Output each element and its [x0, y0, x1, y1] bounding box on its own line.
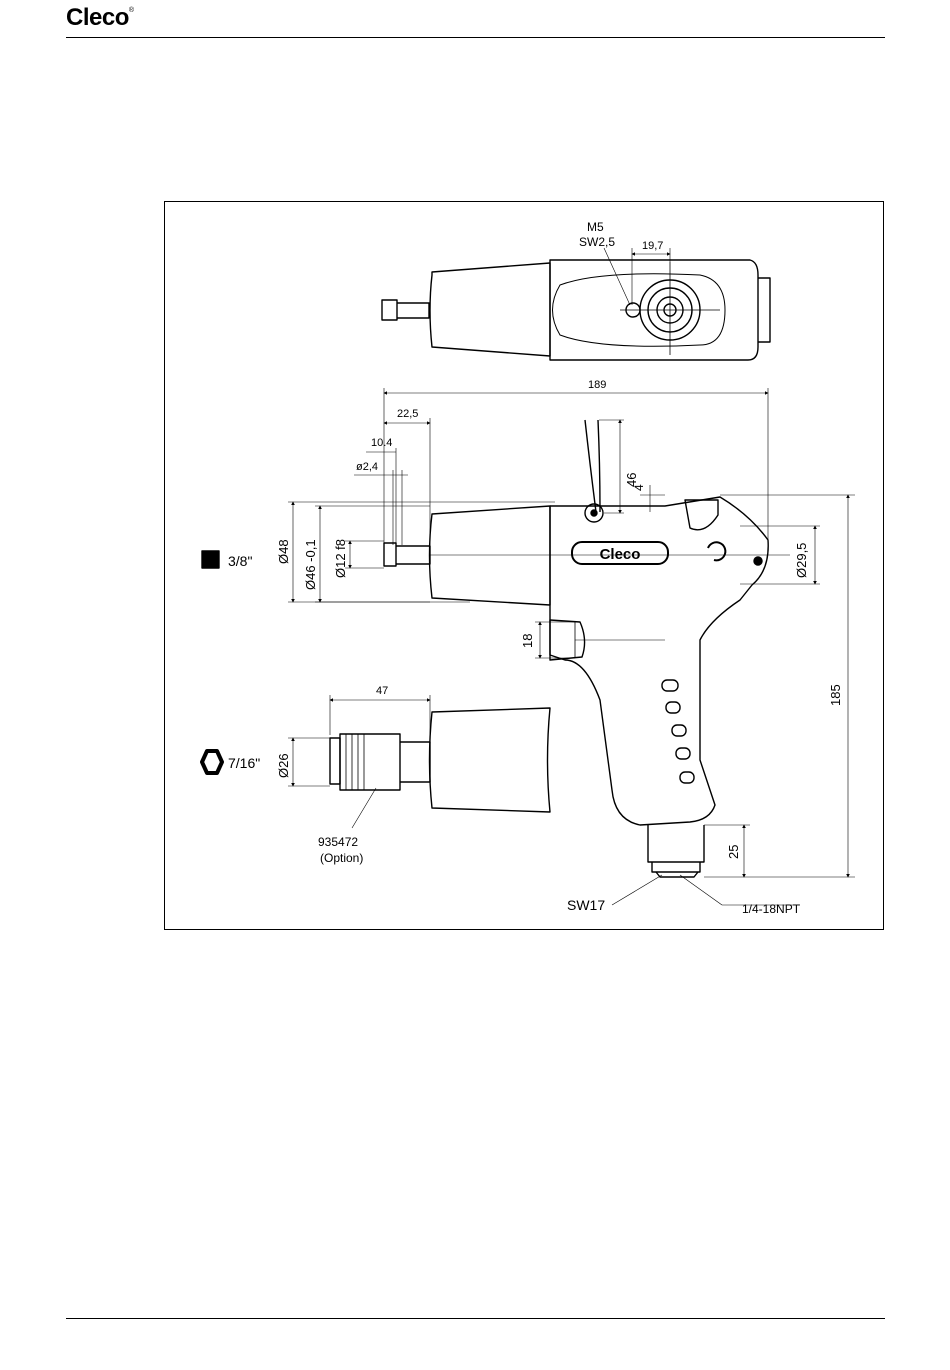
- label-sw17: SW17: [567, 897, 605, 913]
- label-dim-19-7: 19,7: [642, 240, 663, 252]
- brand-badge-text: Cleco: [600, 546, 641, 563]
- top-view: [382, 248, 770, 360]
- hex-adapter-view: [288, 695, 550, 828]
- label-option: (Option): [320, 851, 363, 865]
- hex-drive-icon: [202, 751, 222, 773]
- label-dim-4: 4: [632, 484, 646, 491]
- label-dim-2-4: ø2,4: [356, 461, 378, 473]
- label-m5: M5: [587, 220, 604, 234]
- label-dim-18: 18: [520, 634, 535, 648]
- label-dim-10-4: 10.4: [371, 437, 392, 449]
- label-dia-48: Ø48: [276, 539, 291, 564]
- footer-rule: [66, 1318, 885, 1319]
- label-sw25: SW2,5: [579, 235, 615, 249]
- label-npt: 1/4-18NPT: [742, 902, 801, 916]
- square-drive-icon: [202, 551, 219, 568]
- label-dia-46: Ø46 -0,1: [303, 539, 318, 590]
- label-dim-22-5: 22,5: [397, 408, 418, 420]
- label-dia-26: Ø26: [276, 753, 291, 778]
- label-dim-25: 25: [726, 845, 741, 859]
- label-hex-drive: 7/16": [228, 755, 260, 771]
- label-part-number: 935472: [318, 835, 358, 849]
- label-dim-189: 189: [588, 379, 606, 391]
- label-dim-185: 185: [828, 684, 843, 706]
- label-dia-12: Ø12 f8: [333, 539, 348, 578]
- label-dim-47: 47: [376, 685, 388, 697]
- label-dia-29-5: Ø29,5: [794, 543, 809, 578]
- label-square-drive: 3/8": [228, 553, 252, 569]
